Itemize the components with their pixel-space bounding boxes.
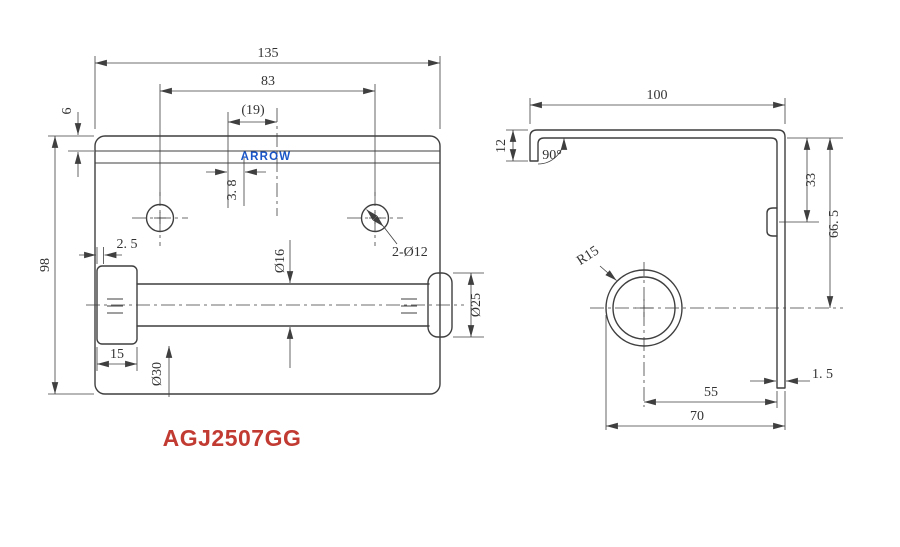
dim-center-height: 66. 5 bbox=[787, 137, 843, 308]
dim-logo-offset-label: (19) bbox=[241, 103, 265, 118]
dim-base-width-label: 70 bbox=[690, 409, 704, 424]
dim-base-width: 70 bbox=[605, 315, 786, 430]
dim-material-thickness: 1. 5 bbox=[750, 367, 833, 385]
dim-lip-height-label: 12 bbox=[494, 139, 509, 153]
dim-mounting-holes: 2-Ø12 bbox=[366, 209, 428, 260]
roller-end-cap bbox=[427, 272, 453, 338]
dim-hole-center-offset: 3. 8 bbox=[206, 158, 266, 206]
front-view: ARROW 135 83 bbox=[38, 46, 484, 451]
dim-hole-spacing-label: 83 bbox=[261, 74, 275, 89]
dim-center-height-label: 66. 5 bbox=[827, 210, 842, 238]
bracket-profile bbox=[529, 129, 786, 389]
dim-hole-center-offset-label: 3. 8 bbox=[225, 180, 240, 201]
dim-roller-radius-label: R15 bbox=[574, 243, 602, 268]
dim-bar-diameter-label: Ø16 bbox=[273, 249, 288, 273]
dim-material-thickness-label: 1. 5 bbox=[812, 367, 833, 382]
hole-centerlines bbox=[132, 192, 403, 246]
dim-bend-angle: 90° bbox=[537, 137, 568, 165]
dim-overall-height-label: 98 bbox=[38, 258, 53, 272]
dim-boss-height-label: 33 bbox=[804, 173, 819, 187]
dim-hub-diameter: Ø30 bbox=[150, 346, 173, 397]
model-number-text: AGJ2507GG bbox=[163, 425, 302, 451]
dim-boss-height: 33 bbox=[779, 138, 819, 223]
side-view: 100 12 90° 33 66. 5 R15 bbox=[494, 88, 843, 430]
dim-bend-angle-label: 90° bbox=[542, 148, 562, 163]
dim-hub-length-label: 15 bbox=[110, 347, 124, 362]
dim-hub-diameter-label: Ø30 bbox=[150, 362, 165, 386]
dim-cap-diameter-label: Ø25 bbox=[469, 293, 484, 317]
dim-roller-radius: R15 bbox=[574, 243, 617, 281]
dim-overall-width-label: 135 bbox=[258, 46, 279, 61]
dim-center-to-wall-label: 55 bbox=[704, 385, 718, 400]
wall-boss bbox=[766, 207, 778, 237]
dim-cap-diameter: Ø25 bbox=[453, 272, 484, 338]
brand-logo-text: ARROW bbox=[241, 151, 292, 163]
dim-bar-diameter: Ø16 bbox=[273, 240, 294, 368]
dim-end-clearance-label: 2. 5 bbox=[117, 237, 138, 252]
dim-overall-depth-label: 100 bbox=[647, 88, 668, 103]
dim-flange-height: 6 bbox=[60, 108, 94, 177]
dim-mounting-holes-label: 2-Ø12 bbox=[392, 245, 428, 260]
dim-hole-spacing: 83 bbox=[159, 74, 376, 196]
dim-hub-length: 15 bbox=[96, 347, 138, 371]
knurl-marks-right bbox=[401, 298, 417, 314]
dim-overall-width: 135 bbox=[94, 46, 441, 129]
dim-end-clearance: 2. 5 bbox=[79, 237, 138, 264]
dim-overall-height: 98 bbox=[38, 135, 94, 395]
mounting-plate-outline bbox=[94, 135, 441, 395]
dim-flange-height-label: 6 bbox=[60, 108, 75, 115]
knurl-marks-left bbox=[107, 298, 123, 314]
dim-overall-depth: 100 bbox=[529, 88, 786, 124]
dim-lip-height: 12 bbox=[494, 129, 528, 162]
dim-center-to-wall: 55 bbox=[644, 385, 778, 408]
dim-logo-offset: (19) bbox=[227, 103, 278, 216]
